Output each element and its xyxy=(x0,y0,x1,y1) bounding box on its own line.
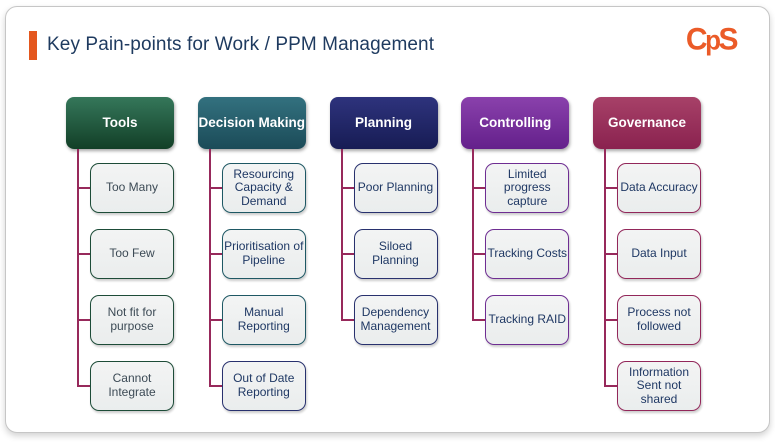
connector-stub xyxy=(340,253,354,255)
title-accent-bar xyxy=(29,31,37,60)
pain-point-box: Tracking RAID xyxy=(485,295,570,345)
pain-point-box: Dependency Management xyxy=(353,295,438,345)
pain-point-label: Siloed Planning xyxy=(372,239,419,267)
pain-point-box: Data Input xyxy=(617,229,701,279)
pain-point-label: Data Accuracy xyxy=(620,180,698,195)
pain-point-box: Information Sent not shared xyxy=(617,361,701,411)
slide: Key Pain-points for Work / PPM Managemen… xyxy=(5,6,770,433)
connector-stub xyxy=(77,319,90,321)
connector-stub xyxy=(77,253,90,255)
pain-point-label: Limited progress capture xyxy=(503,166,551,208)
connector-stub xyxy=(340,187,354,189)
pain-point-box: Prioritisation of Pipeline xyxy=(221,229,306,279)
connector-stub xyxy=(472,319,486,321)
connector-line xyxy=(340,149,343,320)
column-header-planning: Planning xyxy=(329,97,438,149)
connector-stub xyxy=(472,187,486,189)
pain-point-box: Too Many xyxy=(90,163,174,213)
logo-letter: p xyxy=(705,24,721,56)
connector-line xyxy=(604,149,606,386)
pain-point-label: Tracking Costs xyxy=(487,246,568,261)
column-header-governance: Governance xyxy=(593,97,701,149)
pain-point-box: Siloed Planning xyxy=(353,229,438,279)
pain-point-label: Process not followed xyxy=(627,305,691,333)
pain-point-label: Too Few xyxy=(109,246,155,261)
connector-stub xyxy=(208,385,222,387)
pain-point-box: Out of Date Reporting xyxy=(221,361,306,411)
column-header-controlling: Controlling xyxy=(461,97,570,149)
pain-point-box: Manual Reporting xyxy=(221,295,306,345)
pain-point-label: Dependency Management xyxy=(360,305,431,333)
slide-header: Key Pain-points for Work / PPM Managemen… xyxy=(6,7,769,87)
pain-point-label: Out of Date Reporting xyxy=(233,371,295,399)
connector-stub xyxy=(604,385,617,387)
pain-point-label: Manual Reporting xyxy=(237,305,290,333)
pain-point-label: Not fit for purpose xyxy=(107,305,157,333)
connector-stub xyxy=(208,187,222,189)
connector-stub xyxy=(472,253,486,255)
pain-point-label: Resourcing Capacity & Demand xyxy=(233,166,295,208)
connector-stub xyxy=(604,253,617,255)
connector-stub xyxy=(340,319,354,321)
pain-point-box: Process not followed xyxy=(617,295,701,345)
cps-logo: CpS xyxy=(685,22,739,58)
logo-letter: C xyxy=(685,22,708,57)
pain-point-box: Not fit for purpose xyxy=(90,295,174,345)
connector-stub xyxy=(208,319,222,321)
pain-point-box: Data Accuracy xyxy=(617,163,701,213)
logo-letter: S xyxy=(718,22,738,57)
pain-point-label: Information Sent not shared xyxy=(628,364,690,406)
column-header-decision-making: Decision Making xyxy=(197,97,306,149)
connector-stub xyxy=(77,385,90,387)
pain-point-label: Prioritisation of Pipeline xyxy=(224,239,304,267)
pain-point-box: Tracking Costs xyxy=(485,229,570,279)
pain-point-box: Poor Planning xyxy=(353,163,438,213)
pain-point-label: Tracking RAID xyxy=(488,312,567,327)
pain-point-label: Too Many xyxy=(105,180,159,195)
pain-point-box: Limited progress capture xyxy=(485,163,570,213)
pain-point-label: Cannot Integrate xyxy=(108,371,156,399)
pain-point-box: Resourcing Capacity & Demand xyxy=(221,163,306,213)
pain-point-box: Too Few xyxy=(90,229,174,279)
connector-line xyxy=(77,149,79,386)
page-title: Key Pain-points for Work / PPM Managemen… xyxy=(47,34,435,55)
pain-point-box: Cannot Integrate xyxy=(90,361,174,411)
connector-stub xyxy=(604,319,617,321)
connector-stub xyxy=(604,187,617,189)
connector-stub xyxy=(77,187,90,189)
pain-point-label: Data Input xyxy=(631,246,687,261)
connector-line xyxy=(208,149,211,386)
connector-stub xyxy=(208,253,222,255)
connector-line xyxy=(472,149,475,320)
column-header-tools: Tools xyxy=(66,97,174,149)
pain-point-label: Poor Planning xyxy=(357,180,434,195)
